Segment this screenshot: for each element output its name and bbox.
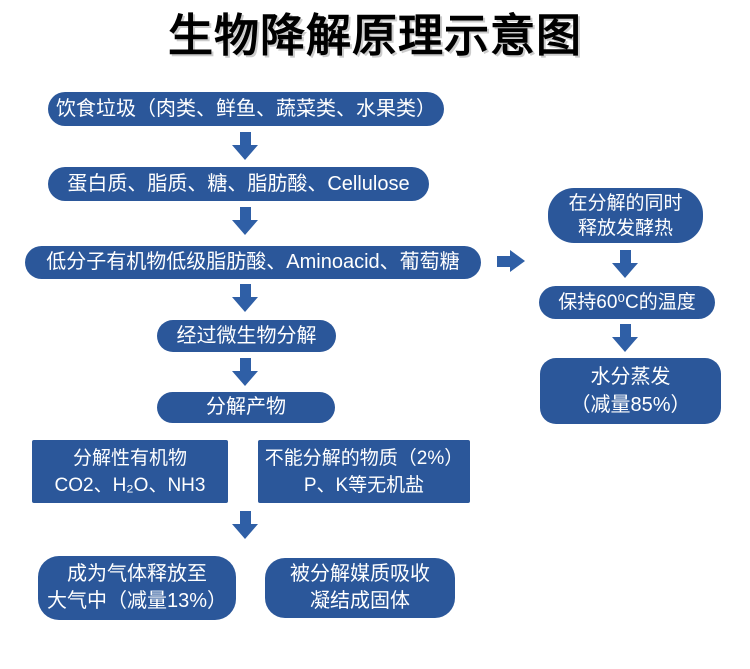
node-food-waste: 饮食垃圾（肉类、鲜鱼、蔬菜类、水果类）	[48, 92, 444, 126]
node-decomposition-products-label: 分解产物	[206, 396, 286, 418]
node-non-decomposable: 不能分解的物质（2%） P、K等无机盐	[258, 440, 470, 503]
node-non-decomposable-line1: 不能分解的物质（2%）	[264, 447, 464, 469]
node-water-evaporation: 水分蒸发 （减量85%）	[540, 358, 721, 424]
node-solid-condensation-line1: 被分解媒质吸收	[290, 563, 430, 585]
page-title: 生物降解原理示意图	[167, 10, 582, 61]
node-food-waste-label: 饮食垃圾（肉类、鲜鱼、蔬菜类、水果类）	[56, 97, 436, 120]
node-solid-condensation-line2: 凝结成固体	[310, 590, 410, 612]
node-fermentation-heat-line2: 释放发酵热	[577, 217, 673, 239]
node-decomposable-organics: 分解性有机物 CO2、H₂O、NH3	[32, 440, 228, 503]
node-water-evaporation-line1: 水分蒸发	[590, 366, 671, 388]
node-fermentation-heat: 在分解的同时 释放发酵热	[548, 188, 703, 243]
right-arrow-icon	[497, 250, 525, 272]
down-arrow-icon	[232, 284, 258, 312]
down-arrow-icon	[232, 511, 258, 539]
node-microbial-decomposition-label: 经过微生物分解	[176, 324, 317, 347]
node-temperature: 保持60⁰C的温度	[539, 286, 715, 319]
node-gas-release-line2: 大气中（减量13%）	[46, 590, 228, 612]
node-macromolecules-label: 蛋白质、脂质、糖、脂肪酸、Cellulose	[67, 172, 410, 195]
node-decomposable-organics-line1: 分解性有机物	[72, 447, 187, 469]
node-gas-release-line1: 成为气体释放至	[67, 563, 207, 585]
node-low-molecular: 低分子有机物低级脂肪酸、Aminoacid、葡萄糖	[25, 246, 481, 279]
node-gas-release: 成为气体释放至 大气中（减量13%）	[38, 556, 236, 620]
node-decomposition-products: 分解产物	[157, 392, 335, 423]
node-solid-condensation: 被分解媒质吸收 凝结成固体	[265, 558, 455, 618]
down-arrow-icon	[232, 132, 258, 160]
down-arrow-icon	[612, 324, 638, 352]
node-temperature-label: 保持60⁰C的温度	[558, 292, 696, 313]
node-fermentation-heat-line1: 在分解的同时	[568, 192, 683, 214]
down-arrow-icon	[232, 358, 258, 386]
node-microbial-decomposition: 经过微生物分解	[157, 320, 336, 352]
node-non-decomposable-line2: P、K等无机盐	[303, 474, 425, 496]
node-low-molecular-label: 低分子有机物低级脂肪酸、Aminoacid、葡萄糖	[46, 251, 460, 273]
down-arrow-icon	[232, 207, 258, 235]
node-water-evaporation-line2: （减量85%）	[570, 394, 691, 416]
node-decomposable-organics-line2: CO2、H₂O、NH3	[54, 474, 206, 496]
down-arrow-icon	[612, 250, 638, 278]
node-macromolecules: 蛋白质、脂质、糖、脂肪酸、Cellulose	[48, 167, 429, 201]
